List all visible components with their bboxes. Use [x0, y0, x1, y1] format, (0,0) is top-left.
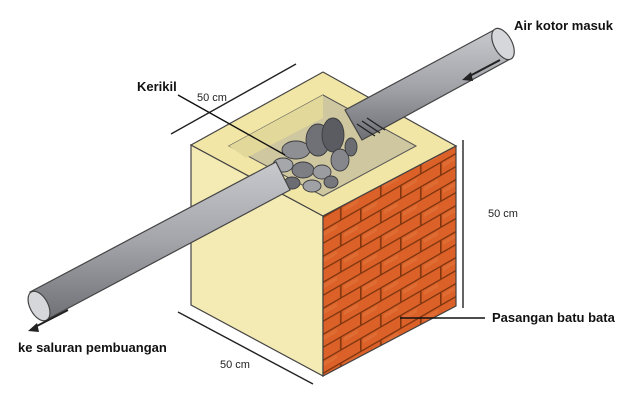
inlet-pipe: [344, 27, 515, 141]
inlet-pipe-body: [344, 29, 513, 141]
inlet-label: Air kotor masuk: [514, 18, 614, 33]
gravel-stone: [330, 148, 350, 172]
dim-bottom-line: [177, 311, 314, 385]
outlet-arrow-head: [28, 323, 39, 332]
outlet-flow-arrow: [32, 309, 69, 329]
dim-side-label: 50 cm: [488, 208, 518, 220]
box-opening-inner-wall: [229, 95, 323, 158]
gravel-stone: [344, 137, 358, 157]
inlet-pipe-end: [491, 27, 515, 61]
gravel-stone: [291, 161, 315, 179]
gravel-stone: [321, 117, 345, 153]
gravel-label: Kerikil: [137, 79, 177, 94]
gravel-stone: [302, 179, 322, 193]
dim-top-line: [170, 63, 297, 135]
gravel-leader: [177, 94, 286, 156]
inlet-arrow-head: [462, 72, 473, 81]
leader-lines: [177, 94, 485, 319]
outlet-pipe: [27, 161, 291, 332]
outlet-label: ke saluran pembuangan: [18, 340, 167, 355]
dim-top-label: 50 cm: [197, 92, 227, 104]
gravel-stone: [323, 175, 339, 189]
gravel-stone: [281, 140, 311, 160]
dimension-lines: [170, 63, 464, 385]
gravel-bed: [267, 117, 358, 193]
brick-label: Pasangan batu bata: [492, 310, 616, 325]
gravel-stone: [312, 164, 332, 180]
dim-bottom-label: 50 cm: [220, 359, 250, 371]
inlet-flow-marks: [356, 117, 386, 137]
